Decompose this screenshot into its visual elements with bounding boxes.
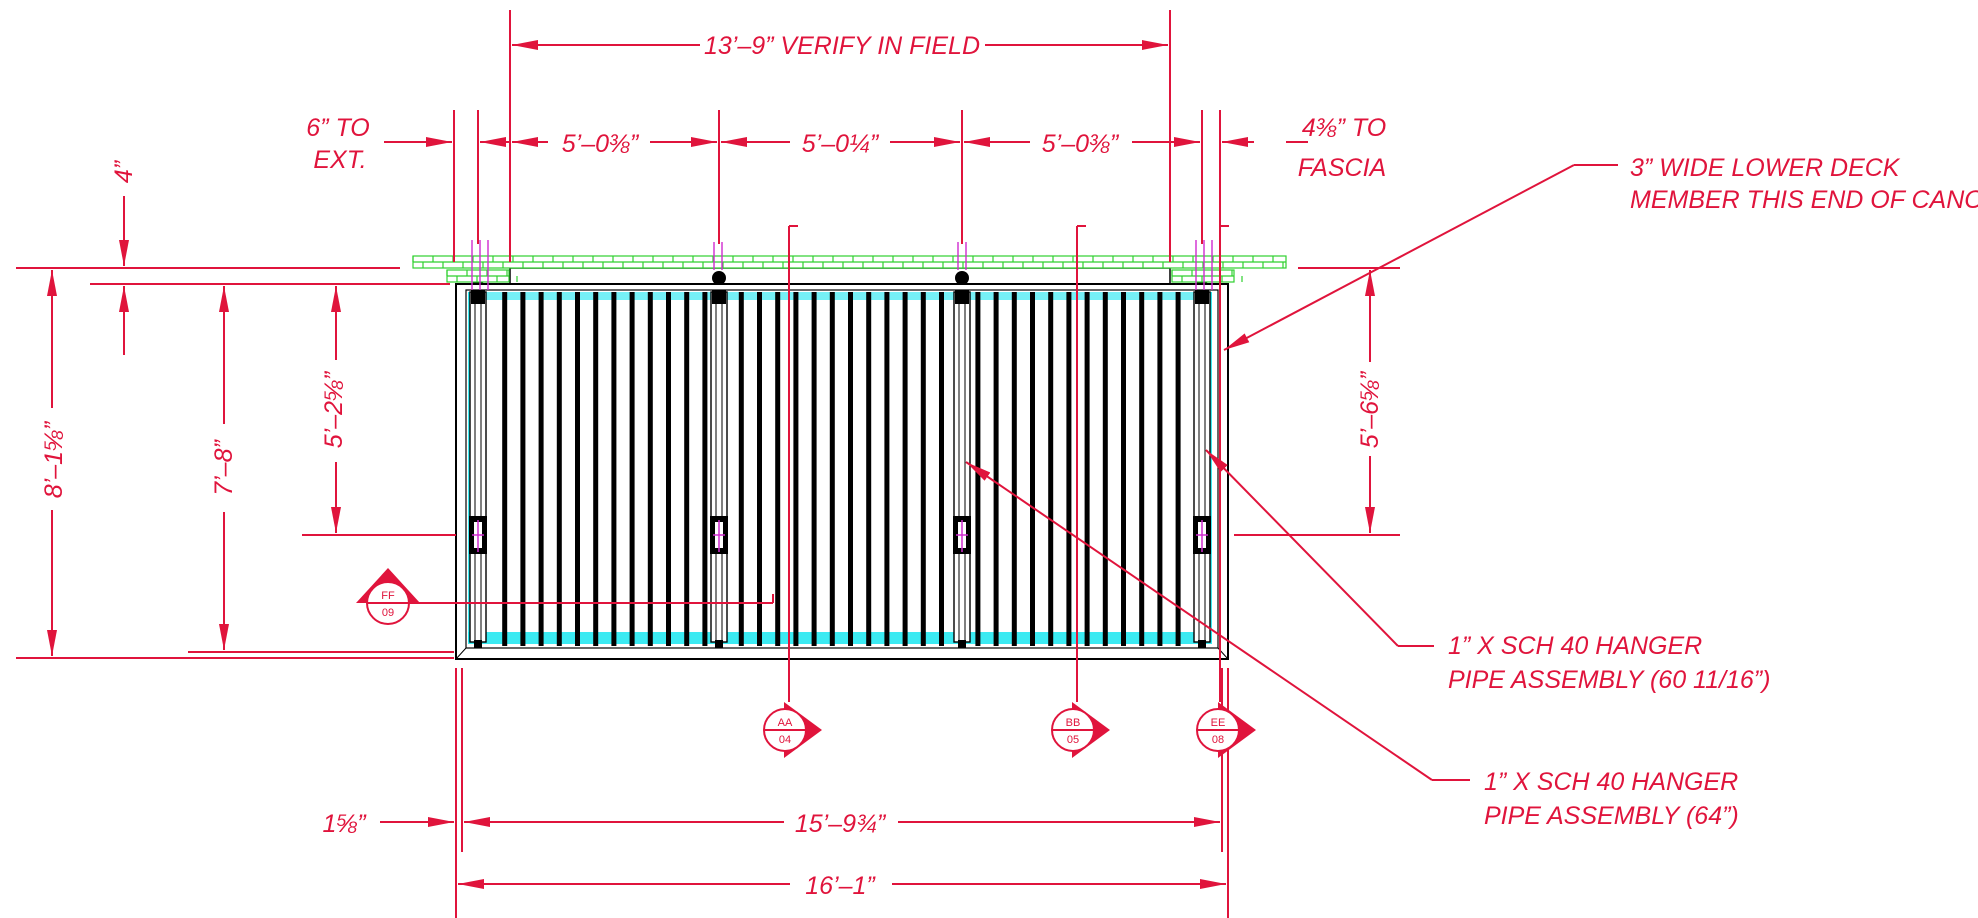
louver-slat (993, 292, 999, 646)
dim-bottom-offset-label: 1⅝” (322, 810, 367, 838)
dim-bay-3-label: 5’–0⅜” (1042, 130, 1120, 158)
louver-slat (775, 292, 781, 646)
section-marker-ff-sheet: 09 (382, 607, 394, 619)
louver-slat (738, 292, 744, 646)
section-marker-ff-id: FF (381, 590, 395, 602)
louver-slat (757, 292, 762, 646)
dim-bay-1-label: 5’–0⅜” (562, 130, 640, 158)
dim-bottom-overall: 16’–1” (458, 872, 1226, 900)
louver-slat (611, 292, 617, 646)
louver-slat (556, 292, 562, 646)
louver-slat (1084, 292, 1090, 646)
section-marker-ee-id: EE (1211, 717, 1226, 729)
louver-slat (593, 292, 599, 646)
dim-hanger-left-label: 5’–2⅝” (320, 370, 348, 448)
louver-slat (1157, 292, 1163, 646)
note-hanger-a-line1: 1” X SCH 40 HANGER (1448, 632, 1702, 660)
note-hanger-a: 1” X SCH 40 HANGER PIPE ASSEMBLY (60 11/… (1205, 449, 1770, 694)
note-hanger-a-line2: PIPE ASSEMBLY (60 11/16”) (1448, 666, 1770, 694)
dim-right-offset-line2: FASCIA (1298, 154, 1386, 182)
dim-overall-height: 8’–1⅝” (40, 270, 68, 656)
dim-bottom-inner: 15’–9¾” (464, 810, 1220, 838)
hanger-column (953, 271, 971, 648)
section-cut-lines (368, 225, 1229, 702)
louver-slat (829, 292, 835, 646)
note-hanger-b-line2: PIPE ASSEMBLY (64”) (1484, 802, 1739, 830)
dim-top-overall: 13’–9” VERIFY IN FIELD (509, 10, 1171, 262)
dim-right-offset: 4⅜” TO FASCIA (1222, 114, 1386, 182)
louver-slat (884, 292, 890, 646)
dim-bottom-offset: 1⅝” (322, 810, 454, 838)
hanger-column (710, 271, 728, 648)
section-marker-bb-id: BB (1066, 717, 1081, 729)
dim-left-offset-line2: EXT. (313, 146, 366, 174)
louver-slat (848, 292, 853, 646)
dim-height-7-8: 7’–8” (210, 286, 238, 650)
dim-hanger-right-label: 5’–6⅝” (1356, 370, 1384, 448)
dim-bay-1: 5’–0⅜” (512, 130, 717, 158)
section-marker-ff: FF 09 (356, 568, 420, 625)
louver-slat (1048, 292, 1054, 646)
louver-slat (629, 292, 635, 646)
louver-slat (1139, 292, 1145, 646)
section-marker-bb-sheet: 05 (1067, 734, 1079, 746)
dim-deck-thickness-label: 4” (110, 159, 138, 183)
dim-bottom-inner-label: 15’–9¾” (795, 810, 887, 838)
louver-slat (1011, 292, 1017, 646)
louver-slat (1030, 292, 1035, 646)
section-marker-ee-sheet: 08 (1212, 734, 1224, 746)
canopy-body (455, 267, 1229, 660)
section-marker-aa-sheet: 04 (779, 734, 791, 746)
louver-slat (575, 292, 580, 646)
louver-slat (902, 292, 908, 646)
dim-right-offset-line1: 4⅜” TO (1302, 114, 1386, 142)
hanger-pipe-columns (469, 271, 1211, 648)
louver-slat (1102, 292, 1108, 646)
louver-slat (1175, 292, 1181, 646)
dim-left-offset: 6” TO EXT. (306, 114, 510, 174)
note-lower-deck: 3” WIDE LOWER DECK MEMBER THIS END OF CA… (1223, 154, 1978, 351)
louver-slat (1121, 292, 1126, 646)
dim-hanger-right: 5’–6⅝” (1356, 270, 1384, 533)
note-hanger-b-line1: 1” X SCH 40 HANGER (1484, 768, 1738, 796)
dim-top-overall-label: 13’–9” VERIFY IN FIELD (704, 32, 980, 60)
section-marker-bb: BB 05 (1051, 702, 1110, 758)
louver-slats (502, 292, 1181, 646)
louver-slat (502, 292, 508, 646)
louver-slat (793, 292, 799, 646)
dim-horizontal-extension-lines (16, 267, 1400, 659)
section-marker-aa-id: AA (778, 717, 793, 729)
section-marker-aa: AA 04 (763, 702, 822, 758)
dim-deck-thickness: 4” (110, 159, 138, 355)
hanger-column (1193, 271, 1211, 648)
louver-slat (866, 292, 872, 646)
dim-bottom-overall-label: 16’–1” (805, 872, 876, 900)
louver-slat (702, 292, 708, 646)
section-marker-ee: EE 08 (1196, 702, 1256, 758)
dim-overall-height-label: 8’–1⅝” (40, 420, 68, 498)
louver-slat (666, 292, 671, 646)
dim-hanger-left: 5’–2⅝” (320, 286, 348, 533)
louver-slat (520, 292, 526, 646)
dim-bay-2-label: 5’–0¼” (802, 130, 880, 158)
louver-slat (811, 292, 817, 646)
dim-bay-2: 5’–0¼” (721, 130, 960, 158)
note-hanger-b: 1” X SCH 40 HANGER PIPE ASSEMBLY (64”) (965, 461, 1739, 830)
hanger-rods (471, 240, 1213, 290)
louver-slat (920, 292, 926, 646)
louver-slat (939, 292, 944, 646)
dim-left-offset-line1: 6” TO (306, 114, 369, 142)
dim-bay-3: 5’–0⅜” (964, 130, 1200, 158)
note-lower-deck-line2: MEMBER THIS END OF CANOPY (1630, 186, 1978, 214)
louver-slat (1066, 292, 1072, 646)
dim-height-7-8-label: 7’–8” (210, 439, 238, 496)
note-lower-deck-line1: 3” WIDE LOWER DECK (1630, 154, 1901, 182)
louver-slat (647, 292, 653, 646)
louver-slat (684, 292, 690, 646)
upper-deck-member (412, 255, 1287, 283)
hanger-column (469, 271, 487, 648)
louver-slat (538, 292, 544, 646)
